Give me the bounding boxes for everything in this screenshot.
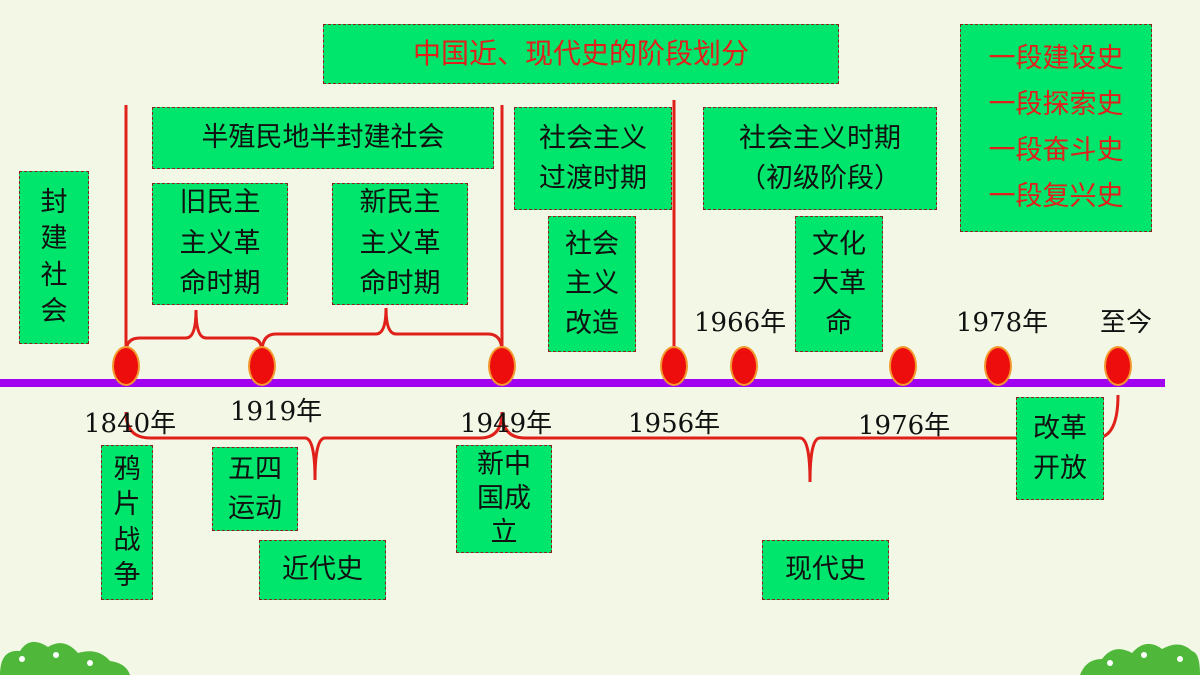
dot-1840	[112, 346, 140, 386]
feudal-society-box: 封 建 社 会	[19, 171, 89, 344]
brace-new-democratic	[260, 307, 504, 353]
dot-present	[1104, 346, 1132, 386]
old-democratic-revolution-box: 旧民主 主义革 命时期	[152, 183, 288, 305]
dot-1956	[660, 346, 688, 386]
modern-history-box: 近代史	[259, 540, 386, 600]
dot-1919	[248, 346, 276, 386]
dot-1949	[488, 346, 516, 386]
dot-1978	[984, 346, 1012, 386]
brace-modern-history	[124, 411, 504, 481]
transition-period-box: 社会主义 过渡时期	[514, 107, 672, 210]
semi-colonial-society-box: 半殖民地半封建社会	[152, 107, 494, 169]
slogan-panel: 一段建设史 一段探索史 一段奋斗史 一段复兴史	[960, 24, 1152, 232]
contemporary-history-box: 现代史	[762, 540, 889, 600]
prc-founding-box: 新中 国成 立	[456, 445, 552, 553]
brace-old-democratic	[124, 309, 264, 353]
new-democratic-revolution-box: 新民主 主义革 命时期	[332, 183, 468, 305]
grass-decoration-left	[0, 641, 130, 675]
year-1919: 1919年	[230, 397, 323, 427]
slogan-1: 一段建设史	[988, 43, 1124, 75]
year-1966: 1966年	[694, 308, 787, 338]
brace-contemporary-history	[500, 394, 1120, 483]
slogan-3: 一段奋斗史	[988, 135, 1124, 166]
year-1949: 1949年	[460, 409, 553, 439]
slogan-4: 一段复兴史	[988, 180, 1124, 212]
socialist-transformation-box: 社会 主义 改造	[548, 216, 636, 352]
dot-1966	[730, 346, 758, 386]
opium-war-box: 鸦 片 战 争	[101, 445, 153, 600]
reform-opening-box: 改革 开放	[1016, 397, 1104, 500]
year-1976: 1976年	[858, 411, 951, 441]
slogan-2: 一段探索史	[988, 89, 1124, 121]
year-present: 至今	[1100, 308, 1153, 338]
page-title: 中国近、现代史的阶段划分	[323, 24, 839, 84]
cultural-revolution-box: 文化 大革 命	[795, 216, 883, 352]
year-1840: 1840年	[84, 409, 177, 439]
year-1978: 1978年	[956, 308, 1049, 338]
grass-decoration-right	[1080, 643, 1200, 675]
timeline-axis	[0, 379, 1165, 387]
may-fourth-box: 五四 运动	[212, 447, 298, 531]
dot-1976	[889, 346, 917, 386]
socialism-period-box: 社会主义时期 （初级阶段）	[703, 107, 937, 210]
year-1956: 1956年	[628, 409, 721, 439]
